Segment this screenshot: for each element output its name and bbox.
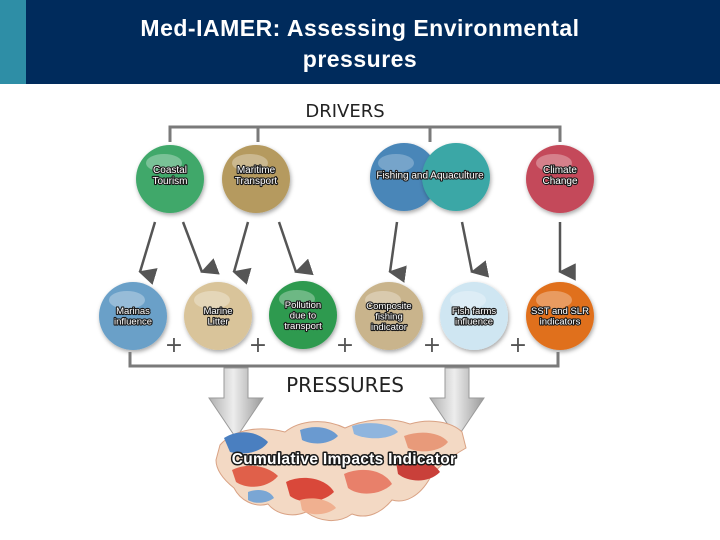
- circle-label: Maritime: [237, 165, 276, 176]
- big-arrow-left: [209, 368, 263, 438]
- plus-sign: +: [423, 333, 441, 358]
- pressures-heading: PRESSURES: [286, 373, 404, 397]
- down-arrow: [234, 222, 248, 272]
- cumulative-impacts-label: Cumulative Impacts Indicator: [232, 451, 457, 468]
- circle-label: Marine: [203, 306, 232, 317]
- circle-label: Pollution: [285, 300, 321, 311]
- title-line-1: Med-IAMER: Assessing Environmental: [40, 13, 680, 44]
- circle-label: indicator: [371, 322, 407, 333]
- down-arrow: [183, 222, 202, 272]
- circle-label: Change: [542, 176, 577, 187]
- down-arrow: [140, 222, 155, 272]
- title-line-2: pressures: [40, 44, 680, 75]
- drivers-heading: DRIVERS: [305, 101, 384, 122]
- circle-label: SST and SLR: [531, 306, 589, 317]
- header-bar: Med-IAMER: Assessing Environmental press…: [0, 0, 720, 84]
- page-title: Med-IAMER: Assessing Environmental press…: [40, 13, 680, 75]
- plus-sign: +: [249, 333, 267, 358]
- down-arrow: [279, 222, 296, 272]
- driver-fishing-aquaculture: Fishing and Aquaculture: [370, 143, 490, 211]
- header-accent-strip: [0, 0, 26, 84]
- mediterranean-heatmap-map: [216, 420, 466, 521]
- circle-label: Fish farms: [452, 306, 497, 317]
- circle-label: Marinas: [116, 306, 150, 317]
- circle-label: fishing: [375, 311, 402, 322]
- circle-label: Litter: [207, 317, 228, 328]
- circle-label: Composite: [366, 301, 411, 312]
- down-arrow: [462, 222, 472, 272]
- plus-sign: +: [165, 333, 183, 358]
- circle-label: influence: [455, 317, 493, 328]
- drivers-bracket: [170, 127, 560, 142]
- driver-pressure-arrows: [140, 222, 560, 272]
- circle-label: Transport: [235, 176, 278, 187]
- plus-sign: +: [509, 333, 527, 358]
- circle-label: influence: [114, 317, 152, 328]
- circle-label: Tourism: [152, 176, 187, 187]
- circle-label: Coastal: [153, 165, 187, 176]
- plus-sign: +: [336, 333, 354, 358]
- circle-label: transport: [284, 321, 322, 332]
- circle-label: indicators: [540, 317, 581, 328]
- circle-label: due to: [290, 310, 316, 321]
- down-arrow: [390, 222, 397, 272]
- circle-label: Climate: [543, 165, 577, 176]
- circle-highlight: [378, 154, 414, 172]
- circle-label: Fishing and Aquaculture: [376, 171, 484, 182]
